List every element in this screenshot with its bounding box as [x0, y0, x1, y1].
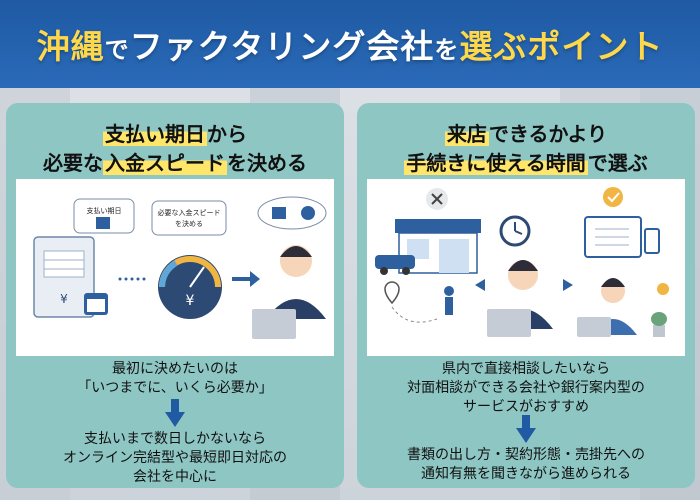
left-title-mark-1: 支払い期日	[103, 122, 207, 146]
check-icon	[603, 187, 623, 207]
right-title-mark-1: 来店	[444, 122, 489, 146]
left-text-top-line: 「いつまでに、いくら必要か」	[77, 380, 273, 396]
title-factoring: ファクタリング会社	[129, 27, 435, 66]
right-text-top-line: 県内で直接相談したいなら	[442, 361, 610, 377]
speech-bubble-speed: 必要な入金スピード を決める	[151, 200, 227, 236]
right-text-bottom-line: 書類の出し方・契約形態・売掛先への	[407, 447, 645, 463]
left-arrow-icon	[475, 279, 485, 291]
svg-text:支払い期日: 支払い期日	[87, 206, 122, 215]
computer-monitor-icon	[584, 216, 642, 258]
right-title-rest-2: で選ぶ	[587, 151, 648, 175]
close-icon	[426, 188, 448, 210]
calendar-icon	[84, 293, 108, 315]
left-title-rest-1: から	[207, 122, 247, 146]
right-title-rest-1: できるかより	[488, 122, 608, 146]
left-card-title: 支払い期日から 必要な入金スピードを決める	[6, 120, 344, 178]
right-text-bottom: 書類の出し方・契約形態・売掛先への 通知有無を聞きながら進められる	[357, 446, 695, 484]
person-at-desk-illustration	[577, 278, 637, 337]
right-text-top: 県内で直接相談したいなら 対面相談ができる会社や銀行案内型の サービスがおすすめ	[357, 360, 695, 417]
svg-text:¥: ¥	[186, 293, 195, 309]
left-text-top: 最初に決めたいのは 「いつまでに、いくら必要か」	[6, 360, 344, 398]
walking-path	[391, 306, 438, 323]
sun-icon	[657, 283, 669, 295]
plant-icon	[651, 312, 667, 337]
down-arrow-icon	[165, 399, 185, 427]
invoice-document-icon: ¥	[33, 236, 95, 318]
left-title-rest-2: を決める	[227, 151, 307, 175]
svg-text:¥: ¥	[60, 292, 68, 306]
right-arrow-icon	[232, 271, 260, 287]
left-text-top-line: 最初に決めたいのは	[112, 361, 238, 377]
down-arrow-icon	[516, 415, 536, 443]
bank-transfer-bubble	[257, 196, 327, 230]
svg-text:必要な入金スピード: 必要な入金スピード	[158, 208, 221, 217]
car-icon	[375, 255, 415, 275]
left-text-bottom-line: 会社を中心に	[133, 469, 217, 485]
left-card: 支払い期日から 必要な入金スピードを決める ¥ 支払い期日	[6, 103, 344, 488]
page-title: 沖縄でファクタリング会社を選ぶポイント	[37, 20, 664, 68]
dotted-connector	[118, 277, 146, 281]
right-arrow-icon	[563, 279, 573, 291]
left-illustration: ¥ 支払い期日 必要な入金スピード を決める	[16, 179, 334, 356]
left-title-mark-2: 入金スピード	[103, 151, 227, 175]
title-okinawa: 沖縄	[36, 27, 105, 66]
left-text-bottom-line: 支払いまで数日しかないなら	[84, 431, 266, 447]
speech-bubble-due-date: 支払い期日	[73, 198, 135, 234]
header-banner: 沖縄でファクタリング会社を選ぶポイント	[0, 0, 700, 88]
title-de: で	[104, 36, 130, 64]
businessman-illustration	[252, 245, 326, 339]
right-text-top-line: サービスがおすすめ	[463, 399, 589, 415]
right-text-bottom-line: 通知有無を聞きながら進められる	[421, 466, 631, 482]
title-wo: を	[434, 36, 460, 64]
smartphone-icon	[644, 228, 660, 254]
right-card-title: 来店できるかより 手続きに使える時間で選ぶ	[357, 120, 695, 178]
right-title-mark-2: 手続きに使える時間	[404, 151, 588, 175]
right-text-top-line: 対面相談ができる会社や銀行案内型の	[407, 380, 645, 396]
left-text-bottom-line: オンライン完結型や最短即日対応の	[63, 450, 287, 466]
right-card: 来店できるかより 手続きに使える時間で選ぶ	[357, 103, 695, 488]
title-points: 選ぶポイント	[459, 27, 664, 66]
clock-icon	[499, 215, 531, 247]
businessman-illustration	[487, 260, 553, 337]
walking-person-icon	[444, 286, 454, 315]
speedometer-icon: ¥	[158, 255, 222, 319]
left-title-pre-2: 必要な	[43, 151, 103, 175]
right-illustration	[367, 179, 685, 356]
left-text-bottom: 支払いまで数日しかないなら オンライン完結型や最短即日対応の 会社を中心に	[6, 430, 344, 487]
location-pin-icon	[384, 281, 400, 305]
svg-text:を決める: を決める	[175, 219, 203, 228]
